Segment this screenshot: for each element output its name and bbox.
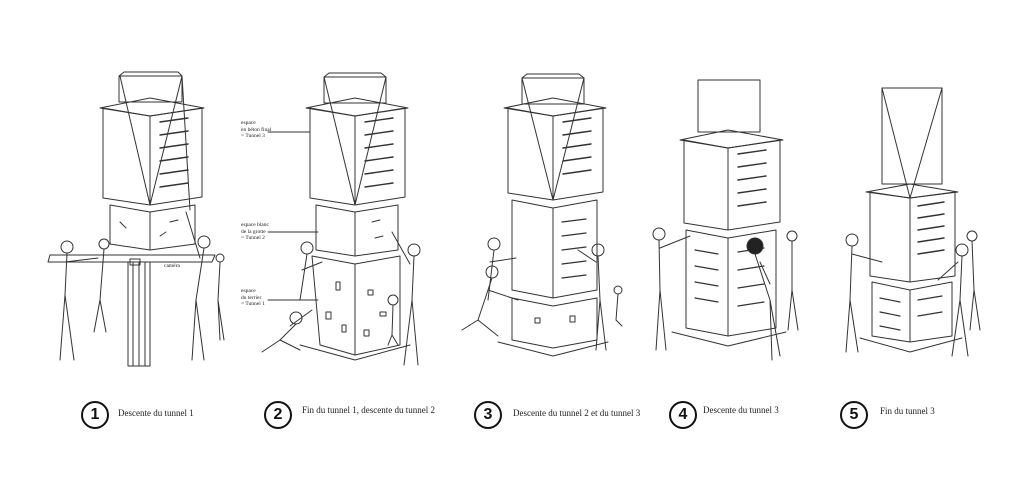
step-5-label: Fin du tunnel 3: [880, 405, 935, 417]
scene-4: [653, 80, 798, 360]
step-1-number: 1: [81, 401, 109, 429]
annotation-line: espace blanc: [241, 222, 269, 229]
step-1-label: Descente du tunnel 1: [118, 407, 194, 419]
annotation-tunnel2-space: espace blanc de la grotte = Tunnel 2: [241, 222, 269, 242]
annotation-tunnel1-space: espace du terrier = Tunnel 1: [241, 288, 265, 308]
step-2-number: 2: [264, 401, 292, 429]
annotation-camera: caméra: [164, 263, 180, 270]
step-2-label: Fin du tunnel 1, descente du tunnel 2: [302, 404, 435, 416]
scene-2: [262, 73, 420, 365]
scene-1: [48, 72, 224, 366]
annotation-line: = Tunnel 2: [241, 235, 269, 242]
step-3-number: 3: [474, 401, 502, 429]
scene-5: [846, 88, 980, 356]
annotation-tunnel3-space: espace en béton final = Tunnel 3: [241, 120, 271, 140]
scene-3: [462, 74, 622, 356]
step-3-label: Descente du tunnel 2 et du tunnel 3: [513, 407, 640, 419]
annotation-line: = Tunnel 1: [241, 301, 265, 308]
step-4-number: 4: [669, 401, 697, 429]
annotation-line: = Tunnel 3: [241, 133, 271, 140]
step-4-label: Descente du tunnel 3: [703, 404, 779, 416]
step-5-number: 5: [840, 401, 868, 429]
